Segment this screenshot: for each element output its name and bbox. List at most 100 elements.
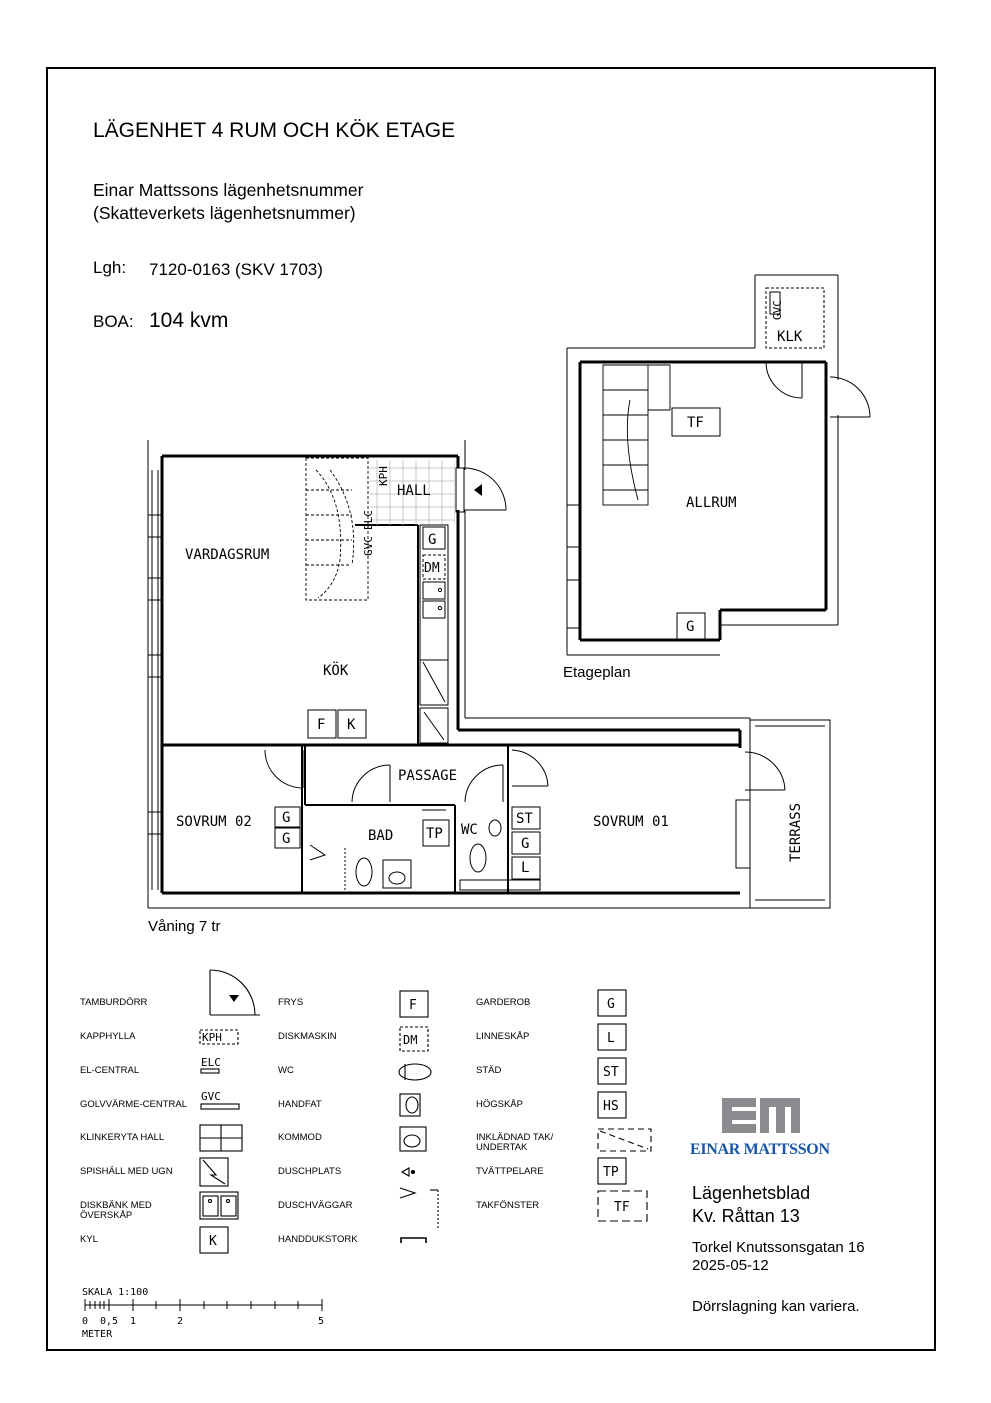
upper-level-walls bbox=[578, 360, 828, 642]
legend-tvattpelare: TVÄTTPELARE bbox=[476, 1166, 544, 1177]
mark-g-kitchen: G bbox=[428, 532, 436, 548]
legend-sym-k: K bbox=[209, 1234, 217, 1249]
mark-gvc-etage: GVC bbox=[771, 300, 784, 320]
door-note: Dörrslagning kan variera. bbox=[692, 1298, 860, 1315]
room-label-bad: BAD bbox=[368, 828, 393, 844]
etage-caption: Etageplan bbox=[563, 664, 631, 681]
legend-wc: WC bbox=[278, 1065, 294, 1076]
main-staircase bbox=[305, 457, 369, 601]
legend-sym-kph: KPH bbox=[202, 1031, 222, 1044]
mark-g-sovrum01: G bbox=[521, 836, 529, 852]
mark-g-sovrum02-a: G bbox=[282, 810, 290, 826]
legend-takfonster: TAKFÖNSTER bbox=[476, 1200, 540, 1211]
legend-golvvarme: GOLVVÄRME-CENTRAL bbox=[80, 1099, 187, 1110]
doc-title: Lägenhetsblad bbox=[692, 1183, 811, 1203]
bathroom-fixtures bbox=[309, 809, 450, 892]
room-label-terrass: TERRASS bbox=[788, 803, 804, 862]
room-label-passage: PASSAGE bbox=[398, 768, 457, 784]
legend-hogskap: HÖGSKÅP bbox=[476, 1099, 523, 1110]
legend-kommod: KOMMOD bbox=[278, 1132, 322, 1143]
legend-stad: STÄD bbox=[476, 1065, 502, 1076]
legend-symbols bbox=[199, 969, 652, 1254]
room-label-kok: KÖK bbox=[323, 661, 349, 679]
scale-tick-5: 5 bbox=[318, 1316, 324, 1327]
scale-tick-0: 0 bbox=[82, 1316, 88, 1327]
address: Torkel Knutssonsgatan 16 bbox=[692, 1239, 865, 1256]
mark-tp: TP bbox=[426, 826, 443, 842]
windows-left bbox=[147, 470, 163, 890]
entrance-door bbox=[455, 467, 507, 513]
room-label-wc: WC bbox=[461, 822, 478, 838]
legend-sym-l: L bbox=[607, 1031, 615, 1046]
legend-linneskap: LINNESKÅP bbox=[476, 1031, 530, 1042]
scale-title: SKALA 1:100 bbox=[82, 1287, 148, 1298]
fridge-freezer bbox=[307, 709, 367, 739]
mark-elc: ELC bbox=[362, 510, 375, 530]
mark-gvc: GVC bbox=[362, 536, 375, 556]
legend-sym-hs: HS bbox=[603, 1099, 619, 1114]
floor-caption: Våning 7 tr bbox=[148, 918, 221, 935]
legend-spishall: SPISHÄLL MED UGN bbox=[80, 1166, 173, 1177]
legend-tamburdorr: TAMBURDÖRR bbox=[80, 997, 148, 1008]
mark-tf: TF bbox=[687, 415, 704, 431]
legend-kyl: KYL bbox=[80, 1234, 98, 1245]
upper-staircase bbox=[602, 364, 671, 506]
mark-f: F bbox=[317, 717, 325, 733]
date: 2025-05-12 bbox=[692, 1257, 769, 1274]
legend-sym-st: ST bbox=[603, 1065, 619, 1080]
hall-tiles bbox=[370, 460, 455, 525]
mark-g-allrum: G bbox=[686, 619, 694, 635]
room-label-sovrum-01: SOVRUM 01 bbox=[593, 814, 669, 830]
legend-sym-elc: ELC bbox=[201, 1056, 221, 1069]
legend-duschvaggar: DUSCHVÄGGAR bbox=[278, 1200, 353, 1211]
klk-closet bbox=[765, 287, 825, 399]
legend-kapphylla: KAPPHYLLA bbox=[80, 1031, 136, 1042]
room-label-vardagsrum: VARDAGSRUM bbox=[185, 547, 269, 563]
room-label-sovrum-02: SOVRUM 02 bbox=[176, 814, 252, 830]
scale-tick-1: 1 bbox=[130, 1316, 136, 1327]
scale-bar bbox=[84, 1299, 323, 1311]
mark-k: K bbox=[347, 717, 356, 733]
legend-frys: FRYS bbox=[278, 997, 304, 1008]
apartment-number-heading: Einar Mattssons lägenhetsnummer bbox=[93, 180, 364, 200]
legend-sym-dm: DM bbox=[403, 1033, 417, 1047]
legend-duschplats: DUSCHPLATS bbox=[278, 1166, 342, 1177]
interior-doors bbox=[264, 749, 786, 803]
page-frame bbox=[46, 67, 936, 1351]
legend-handfat: HANDFAT bbox=[278, 1099, 322, 1110]
legend-diskmaskin: DISKMASKIN bbox=[278, 1031, 337, 1042]
legend-handdukstork: HANDDUKSTORK bbox=[278, 1234, 358, 1245]
mark-g-sovrum02-b: G bbox=[282, 831, 290, 847]
legend-sym-tp: TP bbox=[603, 1165, 619, 1180]
mark-kph: KPH bbox=[377, 466, 390, 486]
terrace bbox=[735, 719, 831, 909]
kitchen-counter bbox=[419, 524, 449, 744]
room-label-klk: KLK bbox=[777, 329, 803, 345]
tax-number-heading: (Skatteverkets lägenhetsnummer) bbox=[93, 203, 356, 223]
logo-name: EINAR MATTSSON bbox=[690, 1141, 830, 1158]
legend-inkladnad: INKLÄDNAD TAK/ UNDERTAK bbox=[476, 1132, 554, 1153]
wc-fixtures bbox=[459, 819, 541, 891]
scale-tick-2: 2 bbox=[177, 1316, 183, 1327]
scale-tick-05: 0,5 bbox=[100, 1316, 118, 1327]
einar-mattsson-logo: EINAR MATTSSON bbox=[690, 1098, 830, 1158]
room-label-allrum: ALLRUM bbox=[686, 495, 737, 511]
legend-sym-gvc: GVC bbox=[201, 1090, 221, 1103]
legend-sym-f: F bbox=[409, 998, 417, 1013]
lgh-label: Lgh: bbox=[93, 258, 127, 277]
property-name: Kv. Råttan 13 bbox=[692, 1206, 800, 1226]
legend-sym-tf: TF bbox=[614, 1200, 630, 1215]
mark-l: L bbox=[521, 860, 529, 876]
legend-el-central: EL-CENTRAL bbox=[80, 1065, 140, 1076]
scale-unit: METER bbox=[82, 1329, 113, 1340]
legend-garderob: GARDEROB bbox=[476, 997, 531, 1008]
room-label-hall: HALL bbox=[397, 483, 431, 499]
legend-sym-g: G bbox=[607, 997, 615, 1012]
legend-diskbank: DISKBÄNK MED ÖVERSKÅP bbox=[80, 1200, 152, 1221]
legend-klinker: KLINKERYTA HALL bbox=[80, 1132, 165, 1143]
mark-st: ST bbox=[516, 811, 533, 827]
page-title: LÄGENHET 4 RUM OCH KÖK ETAGE bbox=[93, 119, 456, 142]
mark-dm-kitchen: DM bbox=[424, 561, 440, 576]
lgh-value: 7120-0163 (SKV 1703) bbox=[149, 260, 323, 279]
